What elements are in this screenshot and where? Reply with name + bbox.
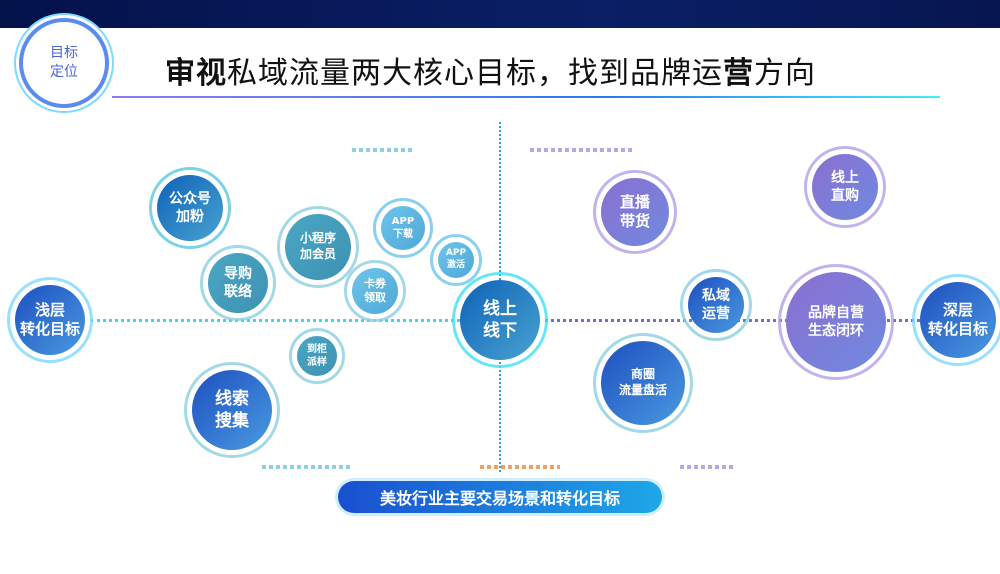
deco-dots xyxy=(680,465,735,469)
node-line1: 浅层 xyxy=(34,300,65,319)
node-line2: 加会员 xyxy=(299,247,336,261)
deco-dots xyxy=(262,465,352,469)
node-ring xyxy=(184,362,280,458)
section-badge: 目标 定位 xyxy=(19,18,109,108)
node-line2: 直购 xyxy=(831,188,859,204)
node-line1: 商圈 xyxy=(630,367,655,382)
scene-node: 线上线下 xyxy=(460,280,540,360)
node-ring xyxy=(452,272,548,368)
node-line1: 线上 xyxy=(483,298,517,319)
title-underline xyxy=(112,96,940,98)
deco-dots xyxy=(530,148,635,152)
scene-node: 直播带货 xyxy=(601,178,669,246)
node-line2: 领取 xyxy=(364,291,386,304)
node-line1: 公众号 xyxy=(169,190,211,207)
scene-node: 商圈流量盘活 xyxy=(601,341,685,425)
node-ring xyxy=(778,264,894,380)
node-line1: 深层 xyxy=(942,300,973,319)
node-ring xyxy=(593,170,677,254)
scene-node: 浅层转化目标 xyxy=(15,285,85,355)
node-ring xyxy=(289,328,345,384)
scene-node: 线上直购 xyxy=(812,154,878,220)
node-line2: 加粉 xyxy=(176,209,204,225)
node-line1: 导购 xyxy=(224,265,252,282)
axis-left xyxy=(90,319,460,322)
node-line2: 激活 xyxy=(446,260,465,270)
title-mid: 私域流量两大核心目标，找到品牌运 xyxy=(227,56,723,91)
node-line1: 到柜 xyxy=(307,344,327,355)
node-ring xyxy=(912,274,1000,366)
node-line1: APP xyxy=(391,216,415,227)
node-ring xyxy=(7,277,93,363)
scene-node: 深层转化目标 xyxy=(920,282,996,358)
node-line2: 线下 xyxy=(483,321,517,341)
node-line2: 搜集 xyxy=(215,411,249,431)
node-line2: 转化目标 xyxy=(927,320,988,338)
badge-line2: 定位 xyxy=(50,64,78,80)
node-ring xyxy=(430,234,482,286)
scene-node: 品牌自营生态闭环 xyxy=(786,272,886,372)
node-line2: 下载 xyxy=(393,229,413,240)
node-line2: 带货 xyxy=(619,212,650,230)
node-ring xyxy=(680,269,752,341)
node-line2: 联络 xyxy=(224,284,252,300)
scene-node: APP 下载 xyxy=(381,206,425,250)
node-line1: 线上 xyxy=(831,169,859,186)
header-band xyxy=(0,0,1000,28)
node-line2: 运营 xyxy=(702,306,730,322)
node-line1: 私域 xyxy=(702,287,730,304)
deco-dots xyxy=(480,465,560,469)
node-ring xyxy=(200,245,276,321)
scene-node: 私域运营 xyxy=(688,277,744,333)
node-line1: 卡券 xyxy=(364,276,386,290)
node-line2: 流量盘活 xyxy=(618,383,667,397)
node-line2: 生态闭环 xyxy=(808,323,864,339)
title-end: 方向 xyxy=(754,56,816,91)
scene-node: 线索搜集 xyxy=(192,370,272,450)
node-line1: 小程序 xyxy=(299,231,336,246)
node-line2: 派样 xyxy=(307,357,327,368)
scene-node: 卡券领取 xyxy=(352,268,398,314)
page-title: 审视私域流量两大核心目标，找到品牌运营方向 xyxy=(165,48,816,92)
caption-banner: 美妆行业主要交易场景和转化目标 xyxy=(338,481,662,513)
deco-dots xyxy=(352,148,412,152)
node-line1: APP xyxy=(445,248,467,259)
node-ring xyxy=(149,167,231,249)
node-ring xyxy=(344,260,406,322)
node-line1: 直播 xyxy=(619,192,650,211)
node-ring xyxy=(373,198,433,258)
node-line1: 线索 xyxy=(215,388,249,409)
node-line2: 转化目标 xyxy=(19,320,80,338)
title-bold2: 营 xyxy=(723,56,754,91)
badge-line1: 目标 xyxy=(50,45,78,61)
node-line1: 品牌自营 xyxy=(808,304,864,321)
title-bold1: 审视 xyxy=(165,56,227,91)
node-ring xyxy=(593,333,693,433)
node-ring xyxy=(804,146,886,228)
scene-node: 导购联络 xyxy=(208,253,268,313)
scene-node: 公众号加粉 xyxy=(157,175,223,241)
node-ring xyxy=(277,206,359,288)
scene-node: 到柜派样 xyxy=(297,336,337,376)
scene-node: 小程序加会员 xyxy=(285,214,351,280)
